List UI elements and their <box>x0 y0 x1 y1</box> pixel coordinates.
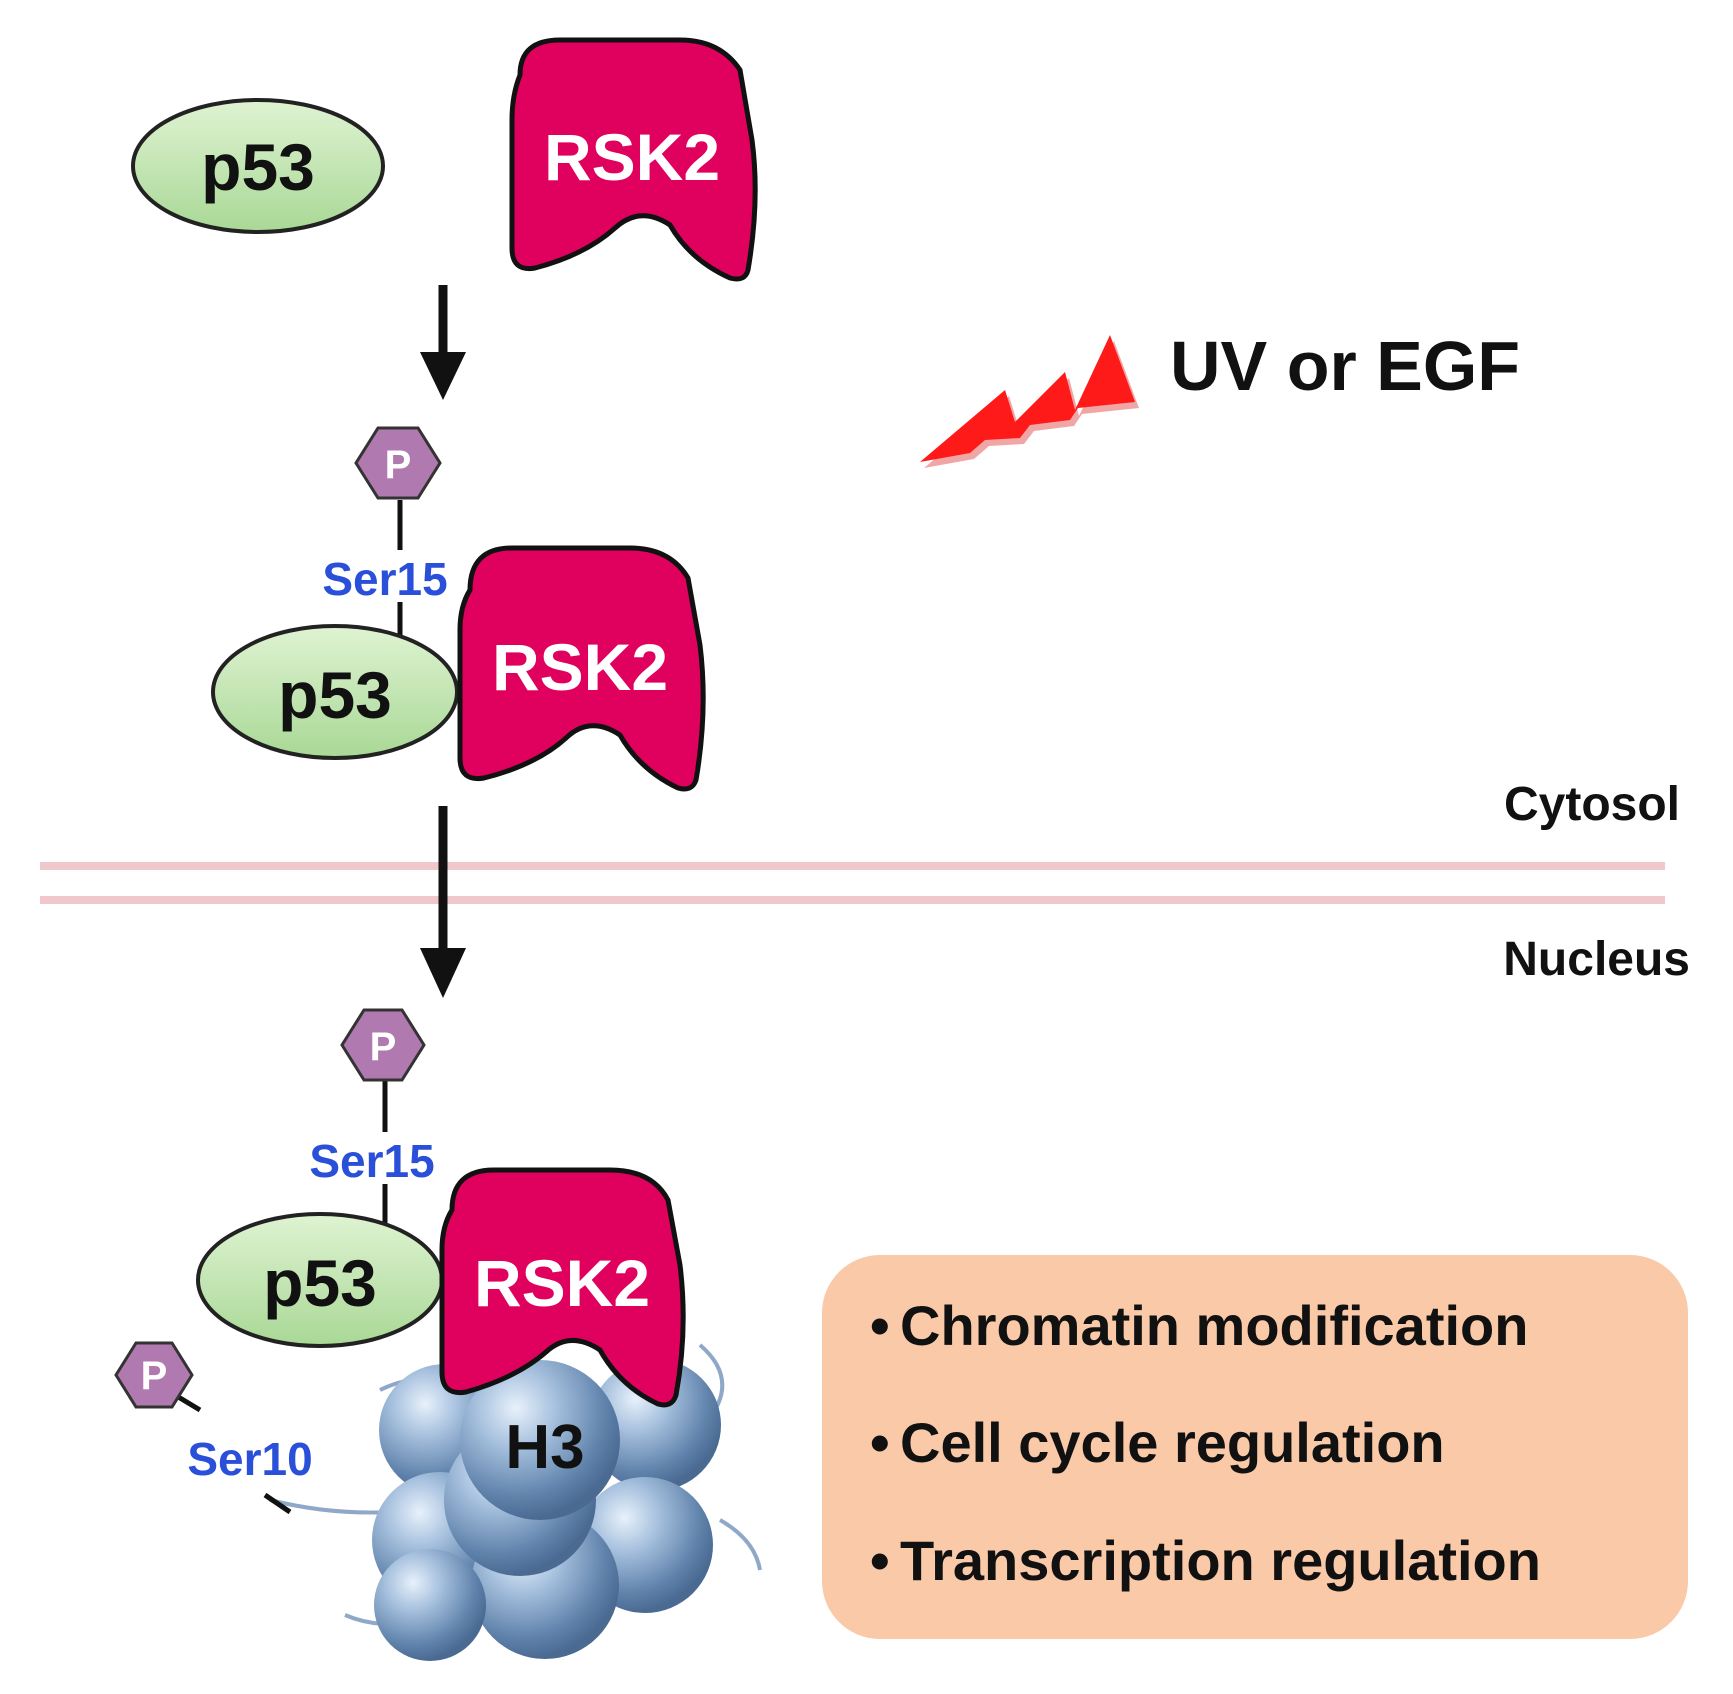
rsk2-nucleus: RSK2 <box>439 1167 686 1408</box>
outcomes-box: • Chromatin modification • Cell cycle re… <box>822 1255 1688 1639</box>
rsk2-label: RSK2 <box>474 1246 650 1320</box>
rsk2-cytosol: RSK2 <box>457 545 706 792</box>
h3-label: H3 <box>505 1413 584 1482</box>
phospho-icon: P <box>370 1025 397 1069</box>
cytosol-label: Cytosol <box>1504 778 1680 831</box>
outcome-bullet-2: • <box>870 1411 890 1474</box>
outcome-bullet-1: • <box>870 1294 890 1357</box>
p53-label: p53 <box>278 658 392 732</box>
outcome-cell-cycle-regulation: Cell cycle regulation <box>900 1411 1445 1474</box>
stimulus-label: UV or EGF <box>1170 327 1520 405</box>
phospho-icon: P <box>141 1354 168 1398</box>
rsk2-label: RSK2 <box>492 630 668 704</box>
phospho-icon: P <box>385 443 412 487</box>
arrow-down-2 <box>420 806 466 998</box>
nuclear-membrane <box>40 862 1665 904</box>
outcome-bullet-3: • <box>870 1529 890 1592</box>
phospho-ser15-nucleus: P Ser15 <box>285 1008 455 1225</box>
rsk2-label: RSK2 <box>544 120 720 194</box>
arrow-down-1 <box>420 285 466 400</box>
rsk2-free: RSK2 <box>509 37 758 282</box>
phospho-ser10: P Ser10 <box>114 1341 313 1515</box>
phospho-ser15-cytosol: P Ser15 <box>300 426 470 640</box>
p53-cytosol: p53 <box>211 624 459 760</box>
p53-label: p53 <box>201 130 315 204</box>
ser15-label: Ser15 <box>322 553 447 605</box>
p53-label: p53 <box>263 1246 377 1320</box>
ser15-label: Ser15 <box>309 1135 434 1187</box>
stimulus-lightning-icon <box>920 335 1139 468</box>
nucleus-label: Nucleus <box>1503 933 1690 986</box>
outcome-chromatin-modification: Chromatin modification <box>900 1294 1528 1357</box>
outcome-transcription-regulation: Transcription regulation <box>900 1529 1541 1592</box>
p53-nucleus: p53 <box>196 1212 444 1348</box>
histone-octamer: H3 <box>269 1343 762 1661</box>
p53-free: p53 <box>131 98 385 234</box>
ser10-label: Ser10 <box>187 1433 312 1485</box>
